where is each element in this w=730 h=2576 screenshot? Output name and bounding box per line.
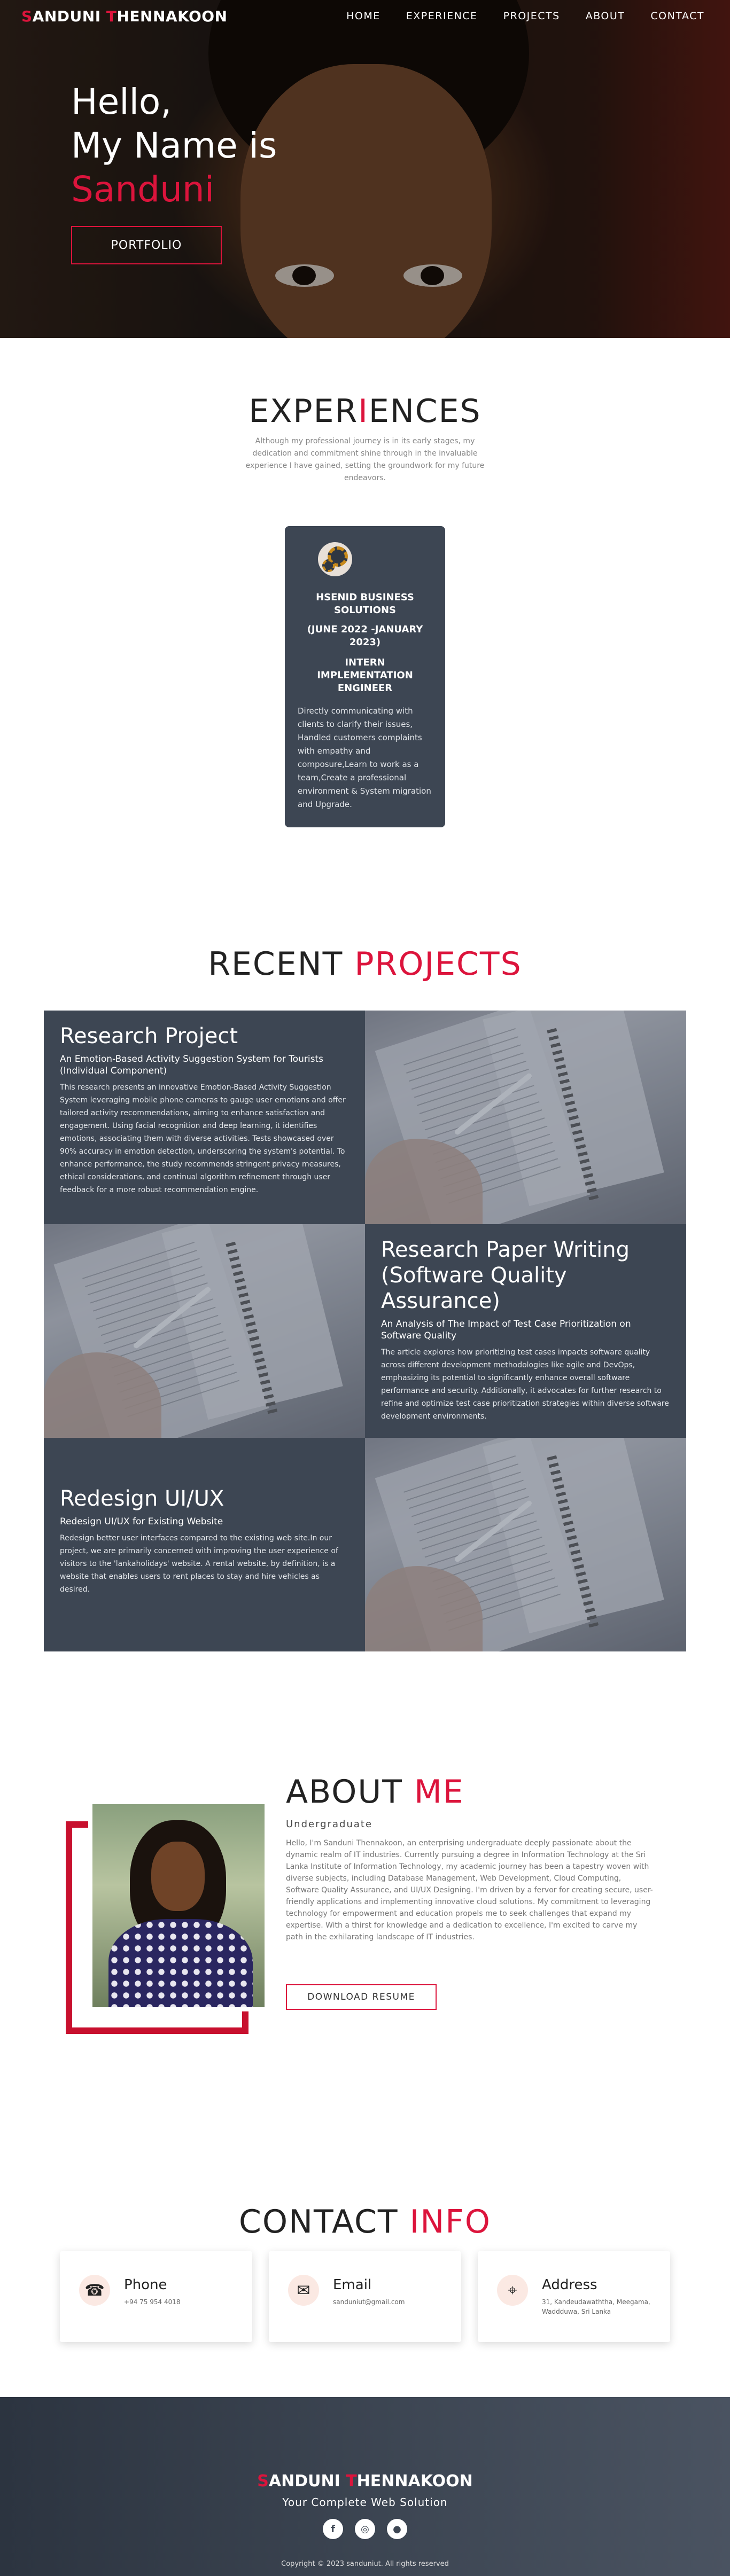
project-card-sqa: Research Paper Writing (Software Quality… [365, 1224, 686, 1438]
contact-label: Address [542, 2277, 651, 2293]
project-description: The article explores how prioritizing te… [381, 1346, 670, 1423]
phone-icon: ☎ [79, 2275, 110, 2306]
contact-title: CONTACT INFO [0, 2203, 730, 2241]
hero-line-1: Hello, [71, 80, 277, 124]
hero-heading: Hello, My Name is Sanduni [71, 80, 277, 212]
project-image [44, 1224, 365, 1438]
hero-name: Sanduni [71, 168, 277, 212]
photo-face [151, 1842, 205, 1911]
experience-description: Directly communicating with clients to c… [298, 704, 432, 811]
about-title-part1: ABOUT [286, 1773, 414, 1811]
project-card-research: Research Project An Emotion-Based Activi… [44, 1011, 365, 1224]
footer-logo-initial-s: S [257, 2472, 269, 2491]
facebook-icon[interactable]: f [323, 2519, 343, 2539]
location-icon: ⌖ [497, 2275, 528, 2306]
about-photo [92, 1804, 265, 2007]
about-subtitle: Undergraduate [286, 1819, 372, 1830]
project-card-redesign: Redesign UI/UX Redesign UI/UX for Existi… [44, 1438, 365, 1651]
project-subtitle: An Emotion-Based Activity Suggestion Sys… [60, 1053, 349, 1077]
logo-initial-t: T [106, 7, 117, 25]
contact-card-email[interactable]: ✉ Email sanduniut@gmail.com [269, 2251, 461, 2342]
footer: SANDUNI THENNAKOON Your Complete Web Sol… [0, 2397, 730, 2576]
about-title: ABOUT ME [286, 1773, 464, 1811]
logo-first-rest: ANDUNI [33, 7, 106, 25]
nav-link-experience[interactable]: EXPERIENCE [406, 10, 478, 22]
contact-label: Phone [124, 2277, 180, 2293]
projects-title-part1: RECENT [208, 945, 354, 983]
footer-copyright: Copyright © 2023 sanduniut. All rights r… [0, 2560, 730, 2568]
experience-title: EXPERIENCES [0, 393, 730, 430]
footer-logo[interactable]: SANDUNI THENNAKOON [0, 2472, 730, 2491]
contact-title-part1: CONTACT [239, 2203, 410, 2241]
download-resume-button[interactable]: DOWNLOAD RESUME [286, 1984, 437, 2010]
project-image [365, 1011, 686, 1224]
experience-title-accent: I [358, 393, 369, 430]
project-image [365, 1438, 686, 1651]
nav-link-about[interactable]: ABOUT [586, 10, 625, 22]
email-icon: ✉ [288, 2275, 319, 2306]
experience-date: (JUNE 2022 -JANUARY 2023) [298, 623, 432, 649]
contact-value: 31, Kandeudawaththa, Meegama, Waddduwa, … [542, 2297, 651, 2316]
photo-dress [108, 1919, 253, 2007]
footer-tagline: Your Complete Web Solution [0, 2496, 730, 2509]
social-links: f ◎ ● [0, 2519, 730, 2539]
experience-role: INTERN IMPLEMENTATION ENGINEER [298, 656, 432, 695]
project-title: Research Paper Writing (Software Quality… [381, 1237, 670, 1314]
image-veil [365, 1438, 686, 1651]
instagram-icon[interactable]: ◎ [355, 2519, 375, 2539]
footer-logo-last-rest: HENNAKOON [357, 2472, 473, 2491]
footer-logo-initial-t: T [346, 2472, 356, 2491]
gear-small [322, 559, 335, 572]
image-veil [365, 1011, 686, 1224]
nav-link-projects[interactable]: PROJECTS [503, 10, 560, 22]
nav-link-home[interactable]: HOME [346, 10, 380, 22]
experience-intro: Although my professional journey is in i… [235, 435, 495, 484]
contact-title-accent: INFO [410, 2203, 491, 2241]
contact-card-phone[interactable]: ☎ Phone +94 75 954 4018 [60, 2251, 252, 2342]
nav-link-contact[interactable]: CONTACT [650, 10, 704, 22]
project-description: Redesign better user interfaces compared… [60, 1532, 349, 1596]
contact-value: sanduniut@gmail.com [333, 2297, 405, 2307]
project-subtitle: An Analysis of The Impact of Test Case P… [381, 1318, 670, 1342]
logo-last-rest: HENNAKOON [117, 7, 227, 25]
experience-title-part2: ENCES [369, 393, 482, 430]
top-navbar: SANDUNI THENNAKOON HOME EXPERIENCE PROJE… [0, 0, 730, 32]
project-title: Redesign UI/UX [60, 1486, 349, 1512]
footer-logo-first-rest: ANDUNI [269, 2472, 346, 2491]
projects-title: RECENT PROJECTS [0, 945, 730, 983]
site-logo[interactable]: SANDUNI THENNAKOON [21, 7, 228, 25]
github-icon[interactable]: ● [387, 2519, 407, 2539]
contact-card-address[interactable]: ⌖ Address 31, Kandeudawaththa, Meegama, … [478, 2251, 670, 2342]
hero-line-2: My Name is [71, 124, 277, 168]
image-veil [44, 1224, 365, 1438]
portfolio-button[interactable]: PORTFOLIO [71, 226, 222, 264]
project-title: Research Project [60, 1023, 349, 1049]
projects-grid: Research Project An Emotion-Based Activi… [44, 1011, 686, 1651]
experience-title-part1: EXPER [248, 393, 358, 430]
about-title-accent: ME [414, 1773, 464, 1811]
contact-value: +94 75 954 4018 [124, 2297, 180, 2307]
gear-icon [318, 542, 352, 576]
experience-company: HSENID BUSINESS SOLUTIONS [298, 591, 432, 617]
projects-title-accent: PROJECTS [354, 945, 522, 983]
project-subtitle: Redesign UI/UX for Existing Website [60, 1516, 349, 1528]
contact-label: Email [333, 2277, 405, 2293]
project-description: This research presents an innovative Emo… [60, 1081, 349, 1196]
experience-card: HSENID BUSINESS SOLUTIONS (JUNE 2022 -JA… [285, 526, 445, 827]
about-description: Hello, I'm Sanduni Thennakoon, an enterp… [286, 1837, 655, 1943]
logo-initial-s: S [21, 7, 33, 25]
nav-links: HOME EXPERIENCE PROJECTS ABOUT CONTACT [346, 10, 704, 22]
